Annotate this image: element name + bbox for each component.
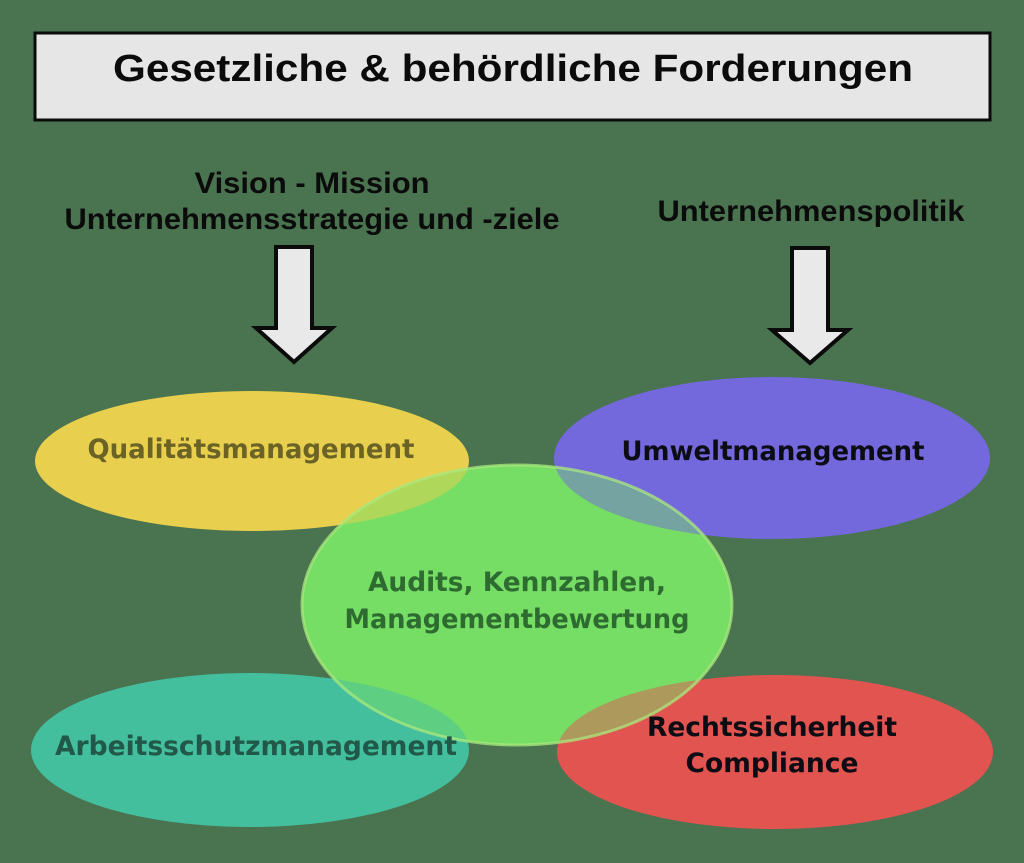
safety-label: Arbeitsschutzmanagement [55,731,457,762]
environment-ellipse [554,377,990,539]
legal-label-line1: Rechtssicherheit [647,712,897,743]
title-box [33,31,992,122]
policy-label: Unternehmenspolitik [658,195,965,228]
title-label: Gesetzliche & behördliche Forderungen [113,48,913,90]
center-ellipse-overlay [300,463,734,747]
environment-label: Umweltmanagement [622,436,925,467]
quality-ellipse [35,391,469,531]
strategy-label-line2: Unternehmensstrategie und -ziele [65,203,560,236]
down-arrow-icon-left [250,245,338,365]
legal-label-line2: Compliance [686,748,859,779]
down-arrow-icon-right [766,246,854,366]
safety-ellipse [31,673,469,827]
center-label-line1: Audits, Kennzahlen, [368,567,666,598]
strategy-label-line1: Vision - Mission [195,167,430,200]
center-label-line2: Managementbewertung [345,604,690,635]
quality-label: Qualitätsmanagement [88,434,415,465]
legal-ellipse [557,675,993,829]
